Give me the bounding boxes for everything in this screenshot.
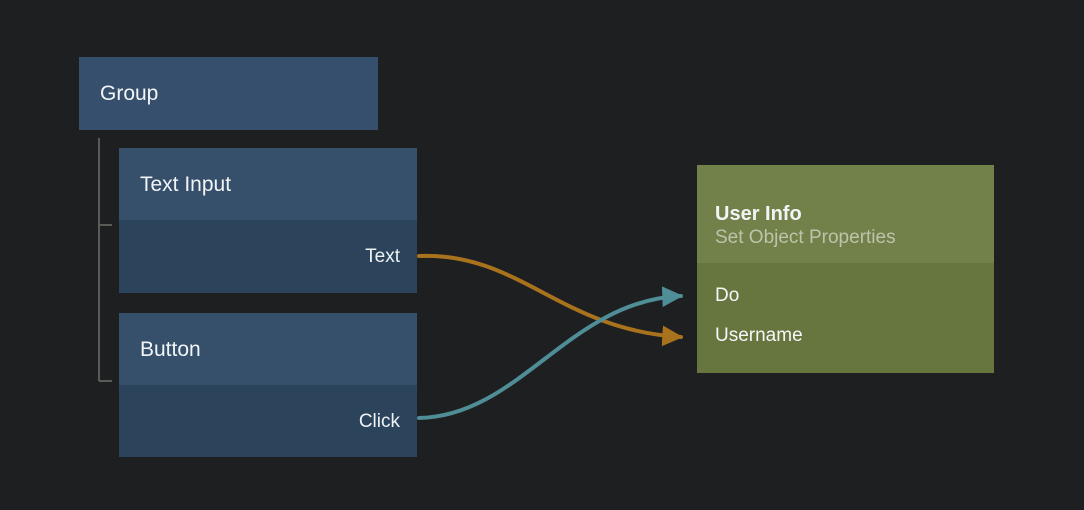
node-group[interactable]: Group <box>79 57 378 130</box>
node-text-input[interactable]: Text Input Text <box>119 148 417 293</box>
node-button-title: Button <box>140 337 201 361</box>
node-group-title: Group <box>100 82 159 105</box>
output-port-text-label: Text <box>365 246 400 267</box>
input-port-username-label[interactable]: Username <box>715 325 803 346</box>
group-bracket <box>98 138 112 382</box>
node-user-info-title: User Info <box>715 202 802 225</box>
output-port-click[interactable]: Click <box>359 411 400 433</box>
output-port-text[interactable]: Text <box>365 246 400 268</box>
node-button-header[interactable]: Button <box>119 313 417 385</box>
edge-click-to-do <box>417 286 684 420</box>
output-port-click-label: Click <box>358 411 400 432</box>
node-button[interactable]: Button Click <box>119 313 417 457</box>
node-user-info-header[interactable]: User Info Set Object Properties <box>697 165 994 263</box>
node-text-input-body: Text <box>119 220 417 293</box>
node-text-input-title: Text Input <box>140 172 232 196</box>
edge-text-to-username <box>417 253 684 347</box>
node-user-info[interactable]: User Info Set Object Properties Do Usern… <box>697 165 994 373</box>
node-user-info-subtitle: Set Object Properties <box>715 226 896 248</box>
input-port-do-label[interactable]: Do <box>715 285 740 306</box>
node-text-input-header[interactable]: Text Input <box>119 148 417 220</box>
node-button-body: Click <box>119 385 417 457</box>
node-user-info-body: Do Username <box>697 263 994 373</box>
